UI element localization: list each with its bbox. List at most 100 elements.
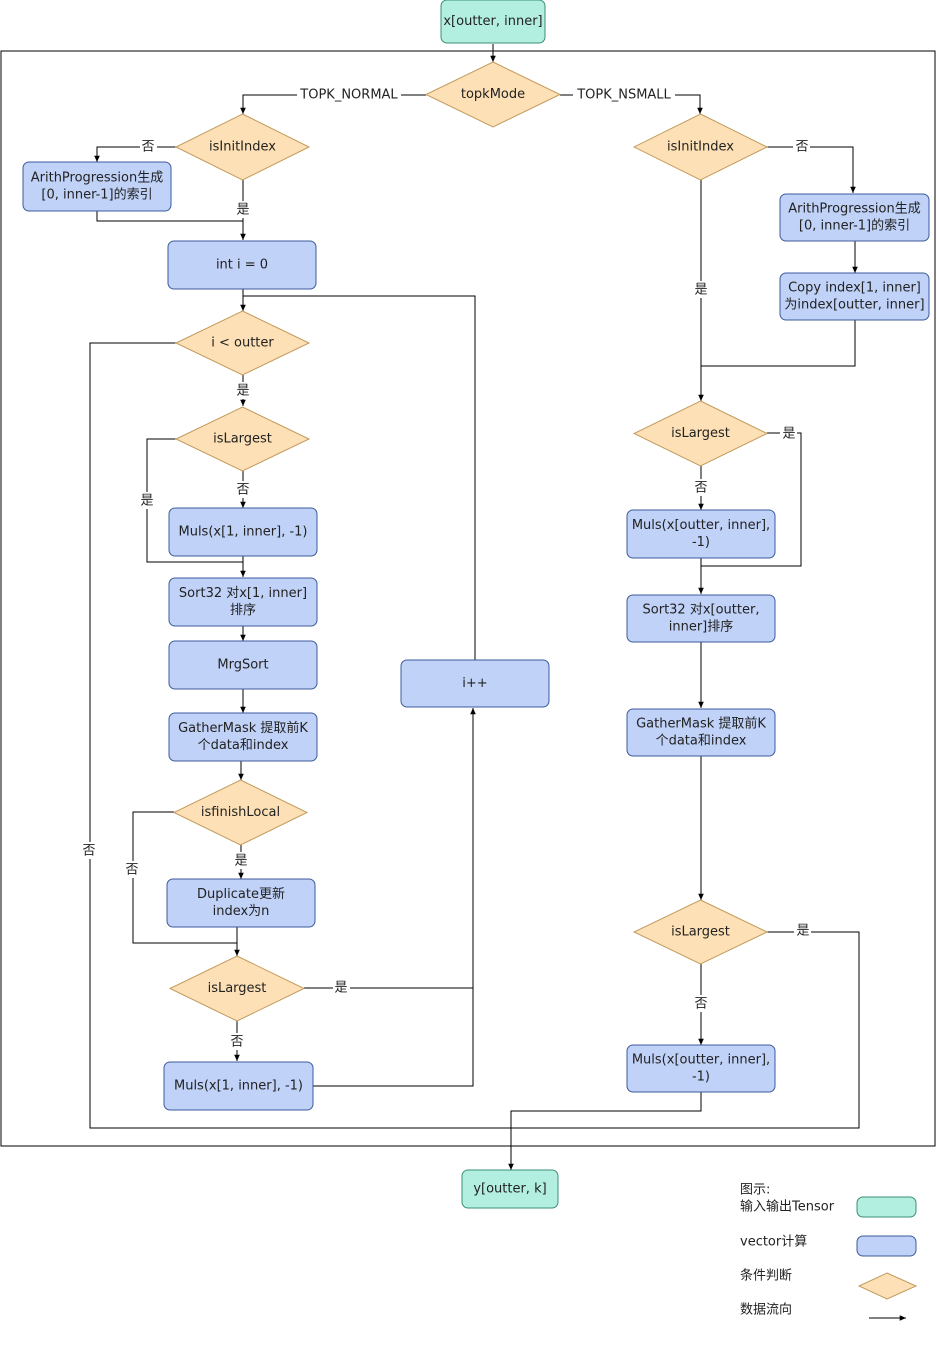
edge-r-islargest2-yes bbox=[511, 931, 860, 1129]
legend-title: 图示: bbox=[740, 1183, 770, 1198]
node-output: y[outter, k] bbox=[461, 1169, 559, 1209]
edge-l-arith-merge bbox=[96, 211, 243, 222]
node-topk-mode: topkMode bbox=[424, 61, 562, 128]
edge-l-ilt-no bbox=[89, 342, 511, 1129]
node-label: x[outter, inner] bbox=[443, 14, 542, 29]
label-l-islargest2-yes: 是 bbox=[334, 981, 347, 996]
label-r-isinit-yes: 是 bbox=[694, 283, 707, 298]
node-label: isInitIndex bbox=[667, 140, 734, 155]
condition-diamond bbox=[632, 400, 769, 467]
node-label: int i = 0 bbox=[216, 258, 268, 273]
node-label: [0, inner-1]的索引 bbox=[41, 187, 152, 203]
node-label: 个data和index bbox=[656, 734, 747, 749]
node-label: topkMode bbox=[461, 87, 525, 102]
node-label: GatherMask 提取前K bbox=[178, 720, 308, 736]
condition-diamond bbox=[632, 899, 769, 965]
node-label: MrgSort bbox=[217, 658, 268, 673]
legend: 图示: 输入输出Tensor vector计算 条件判断 数据流向 bbox=[740, 1183, 918, 1321]
node-label: y[outter, k] bbox=[473, 1182, 546, 1197]
vector-box bbox=[166, 878, 316, 928]
node-l-duplicate: Duplicate更新 index为n bbox=[166, 878, 316, 928]
node-label: 排序 bbox=[230, 603, 256, 618]
node-label: [0, inner-1]的索引 bbox=[799, 218, 910, 234]
node-label: -1) bbox=[692, 1070, 710, 1085]
node-label: 为index[outter, inner] bbox=[784, 298, 924, 313]
io-box bbox=[461, 1169, 559, 1209]
condition-diamond bbox=[174, 113, 311, 181]
legend-condition-label: 条件判断 bbox=[740, 1268, 792, 1284]
node-label: Muls(x[outter, inner], bbox=[632, 518, 770, 533]
node-label: i++ bbox=[462, 676, 487, 691]
node-l-arith: ArithProgression生成[0, inner-1]的索引 bbox=[22, 161, 172, 212]
edge-r-copy-merge bbox=[701, 320, 856, 367]
node-label: 个data和index bbox=[198, 738, 289, 753]
vector-box bbox=[168, 577, 318, 627]
label-l-isinit-no: 否 bbox=[141, 140, 154, 155]
node-label: Muls(x[1, inner], -1) bbox=[178, 525, 307, 540]
node-label: -1) bbox=[692, 535, 710, 550]
label-r-isinit-no: 否 bbox=[795, 140, 808, 155]
vector-box bbox=[626, 594, 776, 643]
node-r-isinit: isInitIndex bbox=[632, 113, 769, 181]
node-label: Sort32 对x[outter, bbox=[643, 603, 760, 618]
node-label: isLargest bbox=[213, 432, 272, 447]
edges bbox=[89, 44, 860, 1170]
edge-l-muls2-incr bbox=[313, 708, 476, 1087]
edge-r-muls2-output bbox=[508, 1092, 702, 1170]
node-label: ArithProgression生成 bbox=[31, 171, 163, 186]
io-box bbox=[440, 0, 546, 44]
vector-box bbox=[168, 712, 318, 762]
vector-box bbox=[167, 240, 317, 290]
label-l-islargest2-no: 否 bbox=[230, 1035, 243, 1050]
node-label: index为n bbox=[213, 904, 270, 919]
edge-l-isinit-no bbox=[94, 146, 176, 162]
node-l-i-lt: i < outter bbox=[174, 310, 311, 376]
label-l-isfinish-no: 否 bbox=[125, 863, 138, 878]
legend-condition-swatch bbox=[857, 1272, 918, 1300]
legend-io-label: 输入输出Tensor bbox=[740, 1199, 835, 1215]
legend-vector-swatch bbox=[856, 1235, 917, 1257]
label-r-islargest1-yes: 是 bbox=[782, 427, 795, 442]
vector-box bbox=[626, 708, 776, 757]
node-r-copy: Copy index[1, inner] 为index[outter, inner… bbox=[779, 272, 930, 321]
label-r-islargest2-no: 否 bbox=[694, 997, 707, 1012]
node-r-sort32: Sort32 对x[outter, inner]排序 bbox=[626, 594, 776, 643]
node-label: isLargest bbox=[671, 426, 730, 441]
node-label: isLargest bbox=[671, 925, 730, 940]
node-l-muls1: Muls(x[1, inner], -1) bbox=[168, 507, 318, 557]
label-l-islargest1-yes: 是 bbox=[140, 494, 153, 509]
vector-box bbox=[168, 507, 318, 557]
node-label: isInitIndex bbox=[209, 140, 276, 155]
vector-box bbox=[168, 640, 318, 690]
label-l-ilt-yes: 是 bbox=[236, 384, 249, 399]
condition-diamond bbox=[424, 61, 562, 128]
node-r-arith: ArithProgression生成[0, inner-1]的索引 bbox=[779, 193, 930, 242]
vector-box bbox=[163, 1061, 314, 1111]
node-label: i < outter bbox=[211, 336, 274, 351]
vector-box bbox=[779, 272, 930, 321]
node-r-gather: GatherMask 提取前K 个data和index bbox=[626, 708, 776, 757]
node-l-islargest1: isLargest bbox=[174, 406, 311, 472]
condition-diamond bbox=[632, 113, 769, 181]
node-label: GatherMask 提取前K bbox=[636, 716, 766, 732]
node-label: isLargest bbox=[208, 981, 267, 996]
node-l-mrgsort: MrgSort bbox=[168, 640, 318, 690]
condition-diamond bbox=[172, 779, 309, 846]
node-l-isinit: isInitIndex bbox=[174, 113, 311, 181]
legend-io-swatch bbox=[856, 1196, 917, 1218]
node-label: inner]排序 bbox=[669, 620, 734, 635]
condition-diamond bbox=[174, 310, 311, 376]
vector-box bbox=[626, 1044, 776, 1093]
node-l-isfinish: isfinishLocal bbox=[172, 779, 309, 846]
node-r-muls2: Muls(x[outter, inner],-1) bbox=[626, 1044, 776, 1093]
edge-l-incr-loop bbox=[243, 295, 476, 660]
legend-vector-label: vector计算 bbox=[740, 1235, 807, 1250]
label-l-isfinish-yes: 是 bbox=[234, 854, 247, 869]
node-label: Copy index[1, inner] bbox=[788, 281, 921, 296]
vector-box bbox=[779, 193, 930, 242]
node-label: Duplicate更新 bbox=[197, 886, 285, 902]
node-label: ArithProgression生成 bbox=[788, 202, 920, 217]
condition-diamond bbox=[174, 406, 311, 472]
label-l-ilt-no: 否 bbox=[82, 844, 95, 859]
